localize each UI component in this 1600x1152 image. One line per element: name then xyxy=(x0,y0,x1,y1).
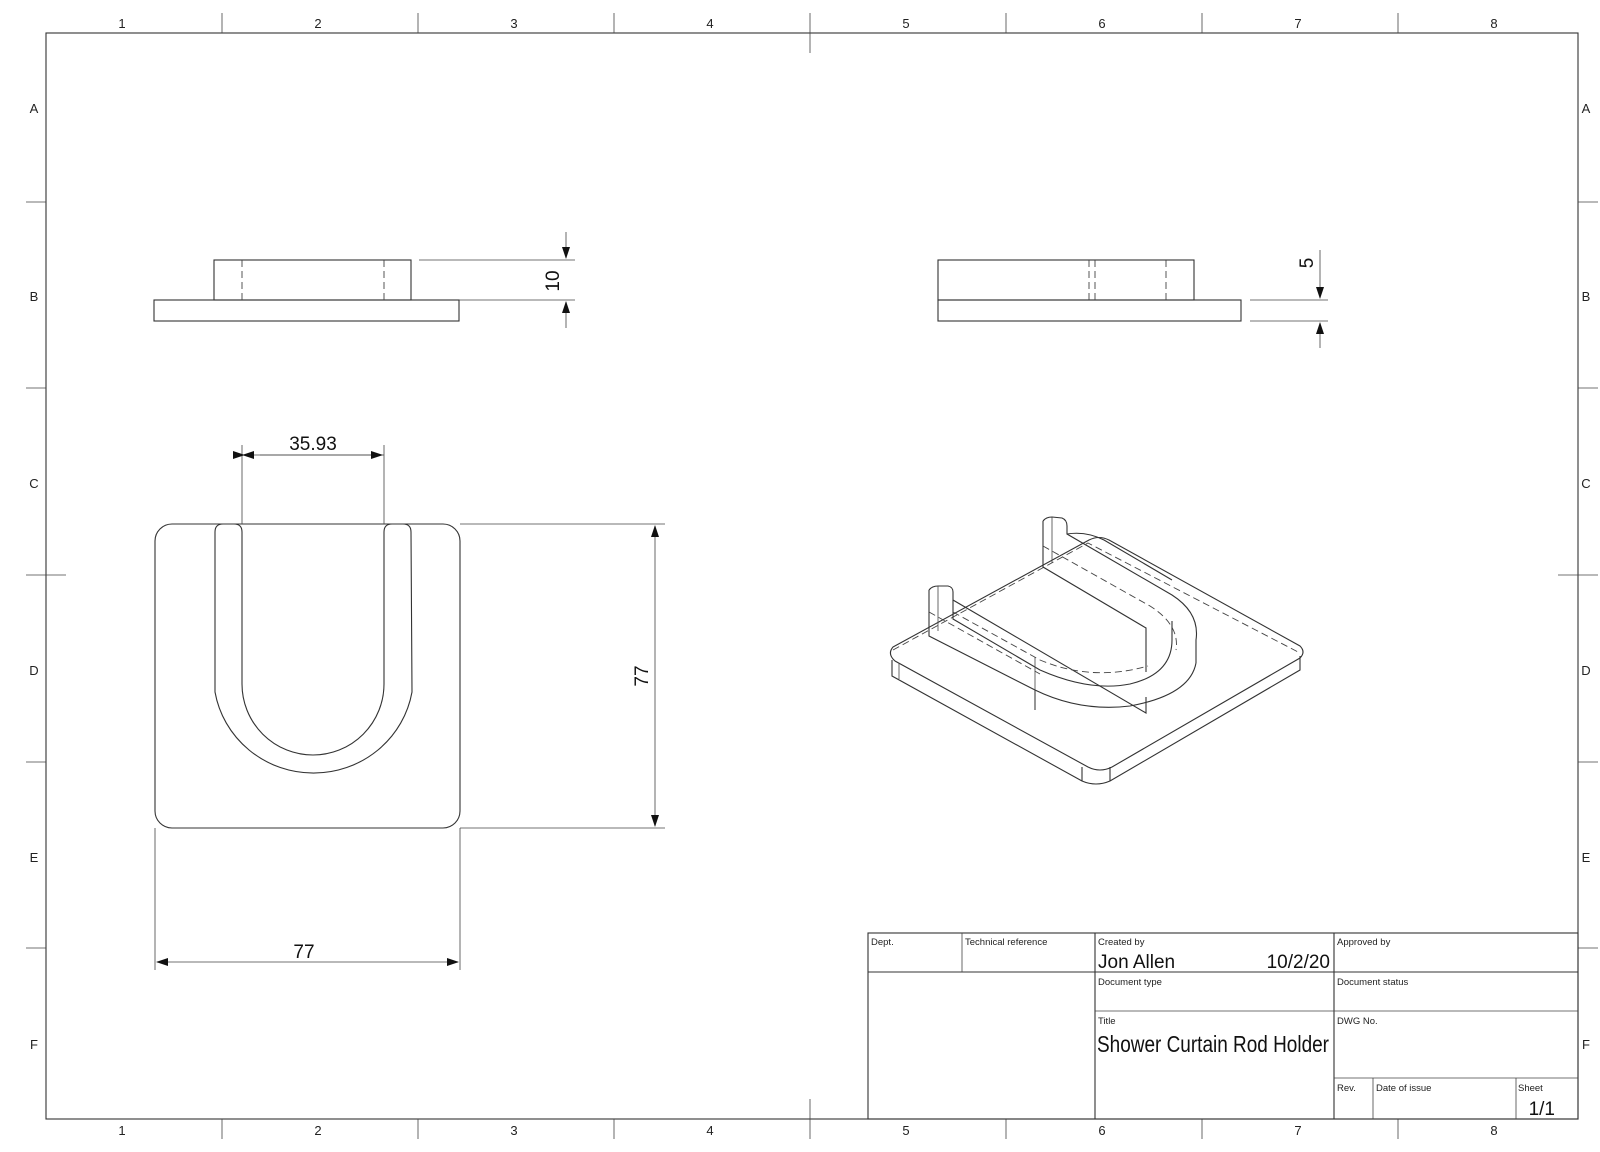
row-label-d: D xyxy=(1581,663,1590,678)
sheet-label: Sheet xyxy=(1518,1083,1543,1094)
drawing-frame xyxy=(45,32,1579,1120)
title-label: Title xyxy=(1098,1016,1116,1027)
created-date: 10/2/20 xyxy=(1267,952,1330,973)
column-label-6: 6 xyxy=(1098,16,1105,31)
plan-width-dimension: 77 xyxy=(293,942,314,963)
zone-dividers xyxy=(26,13,1598,1139)
column-label-8: 8 xyxy=(1490,1123,1497,1138)
dwg-no-label: DWG No. xyxy=(1337,1016,1378,1027)
front-view-thickness-dimension: 5 xyxy=(1297,258,1318,269)
created-by-value: Jon Allen xyxy=(1098,952,1175,973)
column-label-6: 6 xyxy=(1098,1123,1105,1138)
slot-width-dimension: 35.93 xyxy=(289,434,337,455)
column-label-7: 7 xyxy=(1294,1123,1301,1138)
column-label-1: 1 xyxy=(118,16,125,31)
date-of-issue-label: Date of issue xyxy=(1376,1083,1431,1094)
column-label-4: 4 xyxy=(706,1123,713,1138)
drawing-title: Shower Curtain Rod Holder xyxy=(1097,1031,1329,1057)
row-label-f: F xyxy=(1582,1037,1590,1052)
document-type-label: Document type xyxy=(1098,977,1162,988)
column-label-7: 7 xyxy=(1294,16,1301,31)
column-label-1: 1 xyxy=(118,1123,125,1138)
column-label-2: 2 xyxy=(314,1123,321,1138)
sheet-number: 1/1 xyxy=(1529,1099,1555,1120)
column-labels-top: 1 2 3 4 5 6 7 8 xyxy=(118,16,1497,31)
document-status-label: Document status xyxy=(1337,977,1409,988)
column-label-3: 3 xyxy=(510,1123,517,1138)
row-label-c: C xyxy=(29,476,38,491)
column-label-4: 4 xyxy=(706,16,713,31)
plan-height-dimension: 77 xyxy=(632,665,653,686)
row-labels-left: A B C D E F xyxy=(29,101,38,1052)
approved-by-label: Approved by xyxy=(1337,937,1391,948)
dept-label: Dept. xyxy=(871,937,894,948)
plan-view: 35.93 77 77 xyxy=(154,434,665,970)
row-label-c: C xyxy=(1581,476,1590,491)
column-label-5: 5 xyxy=(902,1123,909,1138)
row-labels-right: A B C D E F xyxy=(1581,101,1590,1052)
row-label-a: A xyxy=(30,101,39,116)
isometric-view xyxy=(889,516,1304,785)
row-label-b: B xyxy=(30,289,39,304)
created-by-label: Created by xyxy=(1098,937,1145,948)
title-block: Dept. Technical reference Created by Jon… xyxy=(867,932,1579,1120)
row-label-e: E xyxy=(1582,850,1591,865)
row-label-a: A xyxy=(1582,101,1591,116)
column-label-2: 2 xyxy=(314,16,321,31)
column-labels-bottom: 1 2 3 4 5 6 7 8 xyxy=(118,1123,1497,1138)
row-label-f: F xyxy=(30,1037,38,1052)
side-view-height-dimension: 10 xyxy=(543,270,564,291)
row-label-d: D xyxy=(29,663,38,678)
column-label-5: 5 xyxy=(902,16,909,31)
technical-reference-label: Technical reference xyxy=(965,937,1047,948)
front-view: 5 xyxy=(937,250,1328,348)
rev-label: Rev. xyxy=(1337,1083,1356,1094)
column-label-8: 8 xyxy=(1490,16,1497,31)
row-label-b: B xyxy=(1582,289,1591,304)
side-view: 10 xyxy=(153,232,575,328)
column-label-3: 3 xyxy=(510,16,517,31)
row-label-e: E xyxy=(30,850,39,865)
